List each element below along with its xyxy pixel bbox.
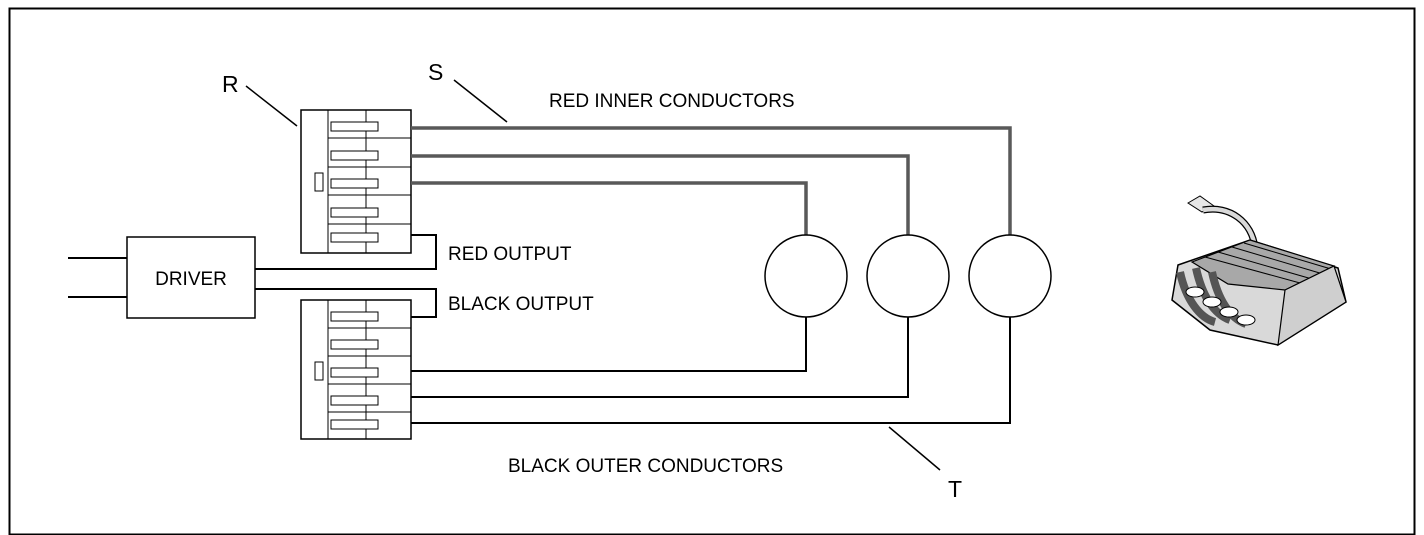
wago-connector-red — [300, 109, 412, 254]
label-red-inner-conductors: RED INNER CONDUCTORS — [549, 91, 795, 112]
lamp-1 — [764, 234, 848, 318]
red-inner-conductor-3 — [411, 126, 1012, 235]
leader-t — [888, 426, 941, 471]
lamp-2 — [866, 234, 950, 318]
driver-label: DRIVER — [155, 269, 227, 290]
red-inner-conductor-2 — [411, 154, 910, 235]
wago-clip-illustration — [1171, 195, 1347, 347]
red-output-wire — [255, 234, 437, 270]
leader-s — [453, 79, 508, 123]
wago-connector-black — [300, 299, 412, 440]
driver-box: DRIVER — [126, 236, 256, 319]
black-output-wire — [255, 288, 437, 318]
black-outer-conductor-1 — [411, 317, 807, 372]
leader-r — [245, 85, 298, 127]
label-red-output: RED OUTPUT — [448, 244, 572, 265]
label-t: T — [948, 476, 962, 502]
label-black-output: BLACK OUTPUT — [448, 294, 594, 315]
black-outer-conductor-2 — [411, 317, 909, 398]
red-inner-conductor-1 — [411, 181, 808, 235]
label-r: R — [222, 71, 239, 97]
lamp-3 — [968, 234, 1052, 318]
black-outer-conductor-3 — [411, 317, 1011, 424]
label-s: S — [428, 59, 443, 85]
label-black-outer-conductors: BLACK OUTER CONDUCTORS — [508, 456, 783, 477]
